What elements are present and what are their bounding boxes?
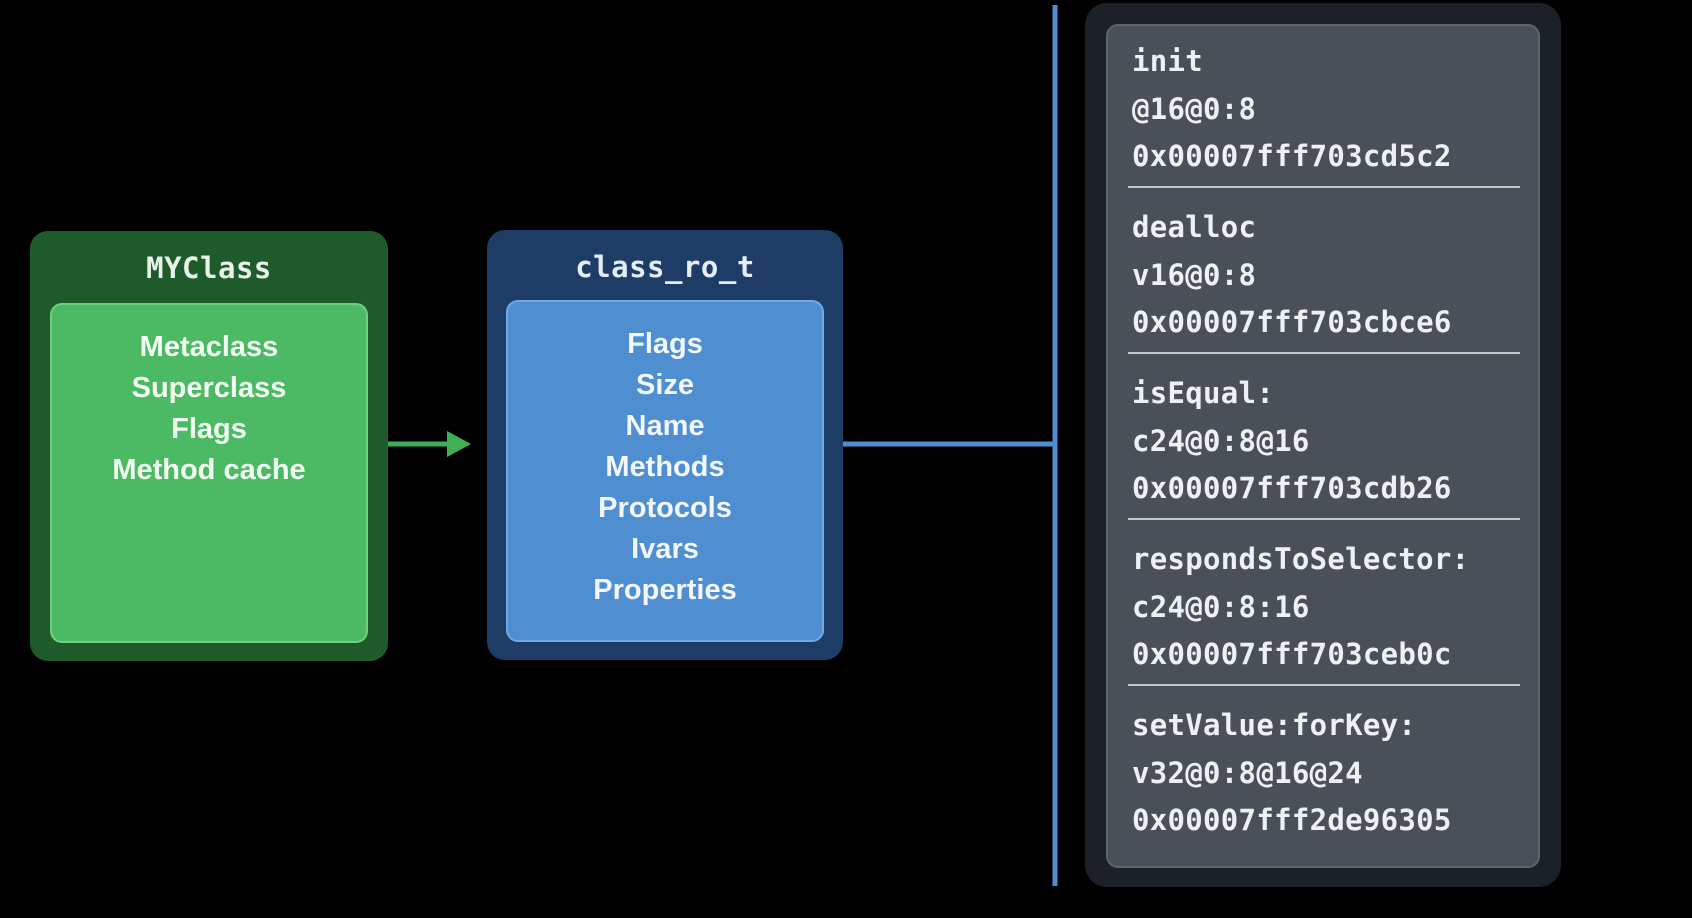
class-ro-t-field-size: Size bbox=[635, 369, 695, 401]
method-entry-init: init @16@0:8 0x00007fff703cd5c2 bbox=[1108, 38, 1538, 181]
method-types: @16@0:8 bbox=[1132, 91, 1257, 126]
method-imp: 0x00007fff2de96305 bbox=[1132, 803, 1452, 837]
method-name: dealloc bbox=[1132, 210, 1257, 244]
method-name: isEqual: bbox=[1132, 376, 1275, 410]
method-entry-dealloc: dealloc v16@0:8 0x00007fff703cbce6 bbox=[1108, 204, 1538, 347]
method-imp: 0x00007fff703cdb26 bbox=[1132, 471, 1452, 505]
myclass-field-flags: Flags bbox=[171, 413, 247, 445]
myclass-fields: Metaclass Superclass Flags Method cache bbox=[50, 303, 368, 643]
class-ro-t-field-ivars: Ivars bbox=[631, 533, 699, 565]
method-types: c24@0:8@16 bbox=[1132, 423, 1310, 458]
class-ro-t-card: class_ro_t Flags Size Name Methods Proto… bbox=[487, 230, 843, 660]
class-ro-t-fields: Flags Size Name Methods Protocols Ivars … bbox=[506, 300, 824, 642]
method-list: init @16@0:8 0x00007fff703cd5c2 dealloc … bbox=[1106, 24, 1540, 868]
class-ro-t-field-methods: Methods bbox=[605, 451, 725, 483]
method-imp: 0x00007fff703cd5c2 bbox=[1132, 139, 1452, 173]
myclass-card: MYClass Metaclass Superclass Flags Metho… bbox=[30, 231, 388, 661]
arrowhead-icon bbox=[447, 431, 471, 457]
myclass-field-superclass: Superclass bbox=[131, 372, 287, 404]
method-name: setValue:forKey: bbox=[1132, 708, 1417, 742]
class-ro-t-field-protocols: Protocols bbox=[598, 492, 732, 524]
method-divider bbox=[1128, 518, 1520, 520]
method-imp: 0x00007fff703cbce6 bbox=[1132, 305, 1452, 339]
myclass-title: MYClass bbox=[146, 251, 272, 285]
myclass-field-method-cache: Method cache bbox=[112, 454, 306, 486]
method-divider bbox=[1128, 352, 1520, 354]
method-name: respondsToSelector: bbox=[1132, 542, 1470, 576]
method-types: v32@0:8@16@24 bbox=[1132, 755, 1363, 790]
class-ro-t-field-properties: Properties bbox=[593, 574, 737, 606]
myclass-field-metaclass: Metaclass bbox=[139, 331, 279, 363]
method-entry-respondstoselector: respondsToSelector: c24@0:8:16 0x00007ff… bbox=[1108, 536, 1538, 679]
method-types: c24@0:8:16 bbox=[1132, 589, 1310, 624]
class-ro-t-field-flags: Flags bbox=[627, 328, 703, 360]
class-ro-t-title: class_ro_t bbox=[575, 250, 755, 284]
method-list-panel: init @16@0:8 0x00007fff703cd5c2 dealloc … bbox=[1085, 3, 1561, 887]
method-entry-setvalue-forkey: setValue:forKey: v32@0:8@16@24 0x00007ff… bbox=[1108, 702, 1538, 845]
method-entry-isequal: isEqual: c24@0:8@16 0x00007fff703cdb26 bbox=[1108, 370, 1538, 513]
class-ro-t-field-name: Name bbox=[625, 410, 705, 442]
method-types: v16@0:8 bbox=[1132, 257, 1257, 292]
method-divider bbox=[1128, 186, 1520, 188]
method-name: init bbox=[1132, 44, 1204, 78]
method-imp: 0x00007fff703ceb0c bbox=[1132, 637, 1452, 671]
method-divider bbox=[1128, 684, 1520, 686]
